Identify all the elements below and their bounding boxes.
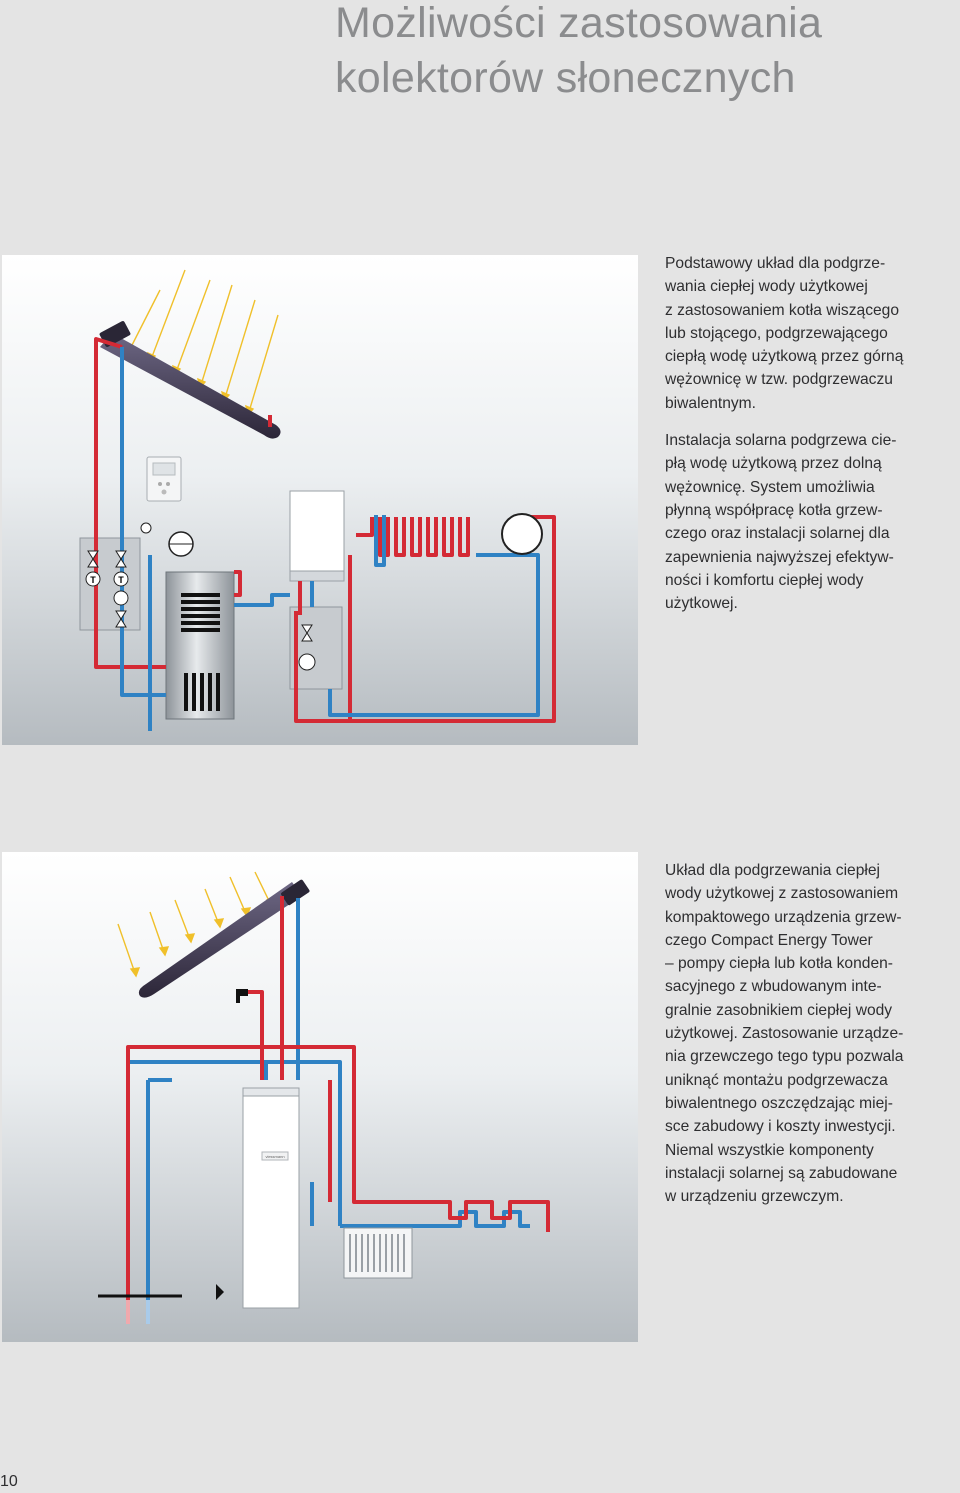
text-line: gralnie zasobnikiem ciepłej wody — [665, 1001, 893, 1019]
hot-pipes — [126, 896, 550, 1322]
wall-boiler — [289, 490, 345, 582]
text-line: czego oraz instalacji solarnej dla — [665, 525, 890, 543]
paragraph-gap — [665, 415, 960, 429]
diagram-bivalent-cylinder: T T — [2, 255, 638, 745]
text-line: wania ciepłej wody użytkowej — [665, 278, 868, 296]
text-line: kompaktowego urządzenia grzew- — [665, 908, 902, 926]
text-line: Podstawowy układ dla podgrze- — [665, 255, 886, 272]
text-line: użytkowej. — [665, 595, 738, 613]
compact-energy-tower: viessmann — [242, 1087, 300, 1309]
collector-panel-icon — [138, 879, 310, 998]
text-line: wężownicę w tzw. podgrzewaczu — [665, 371, 893, 389]
text-line: w urządzeniu grzewczym. — [665, 1188, 844, 1206]
pump-icon — [113, 522, 316, 671]
section-2-description: Układ dla podgrzewania ciepłej wody użyt… — [665, 859, 960, 1208]
hot-supply-stub — [126, 1300, 130, 1324]
text-line: płą wodę użytkową przez dolną — [665, 455, 882, 473]
text-line: biwalentnym. — [665, 394, 757, 412]
text-line: Instalacja solarna podgrzewa cie- — [665, 432, 897, 450]
text-line: Niemal wszystkie komponenty — [665, 1141, 874, 1159]
section-1-description: Podstawowy układ dla podgrze- wania ciep… — [665, 252, 960, 615]
page-number: 10 — [0, 1473, 18, 1490]
text-line: lub stojącego, podgrzewającego — [665, 324, 888, 342]
tap-icon — [236, 989, 248, 1003]
boiler-pump-group — [289, 606, 343, 690]
radiator-icon — [343, 1227, 413, 1279]
text-line: sce zabudowy i koszty inwestycji. — [665, 1118, 896, 1136]
sensor-label-2: T — [118, 575, 124, 585]
thermometer-icon: T T — [85, 571, 129, 587]
radiator-icon — [501, 513, 543, 555]
sensor-label-1: T — [90, 575, 96, 585]
text-line: czego Compact Energy Tower — [665, 931, 873, 949]
page-title: Możliwości zastosowania kolektorów słone… — [335, 0, 822, 106]
cold-supply-stub — [146, 1300, 150, 1324]
cold-pipes — [120, 347, 540, 731]
valve-icon — [87, 550, 313, 642]
text-line: – pompy ciepła lub kotła konden- — [665, 955, 893, 973]
text-line: uniknąć montażu podgrzewacza — [665, 1071, 888, 1089]
brand-label: viessmann — [265, 1154, 284, 1159]
diagram-compact-energy-tower: viessmann — [2, 852, 638, 1342]
text-line: nia grzewczego tego typu pozwala — [665, 1048, 904, 1066]
text-line: użytkowej. Zastosowanie urządze- — [665, 1025, 904, 1043]
text-line: instalacji solarnej są zabudowane — [665, 1164, 898, 1182]
text-line: biwalentnego oszczędzając miej- — [665, 1094, 893, 1112]
text-line: wody użytkowej z zastosowaniem — [665, 885, 899, 903]
text-line: zapewnienia najwyższej efektyw- — [665, 548, 894, 566]
page-title-line-1: Możliwości zastosowania — [335, 0, 823, 47]
controller-icon — [146, 456, 182, 502]
text-line: ciepłą wodę użytkową przez górną — [665, 348, 904, 366]
cold-pipes — [130, 898, 530, 1322]
text-line: Układ dla podgrzewania ciepłej — [665, 862, 880, 879]
text-line: z zastosowaniem kotła wiszącego — [665, 301, 900, 319]
page-title-line-2: kolektorów słonecznych — [335, 54, 796, 102]
inlet-marker-icon — [216, 1284, 224, 1300]
upper-coil — [181, 593, 220, 632]
text-line: sacyjnego z wbudowanym inte- — [665, 978, 882, 996]
lower-coil — [184, 673, 220, 711]
hot-pipes — [94, 337, 556, 723]
diagram-background — [2, 852, 638, 1342]
text-line: płynną współpracę kotła grzew- — [665, 501, 883, 519]
text-line: ności i komfortu ciepłej wody — [665, 571, 864, 589]
text-line: wężownicę. System umożliwia — [665, 478, 875, 496]
